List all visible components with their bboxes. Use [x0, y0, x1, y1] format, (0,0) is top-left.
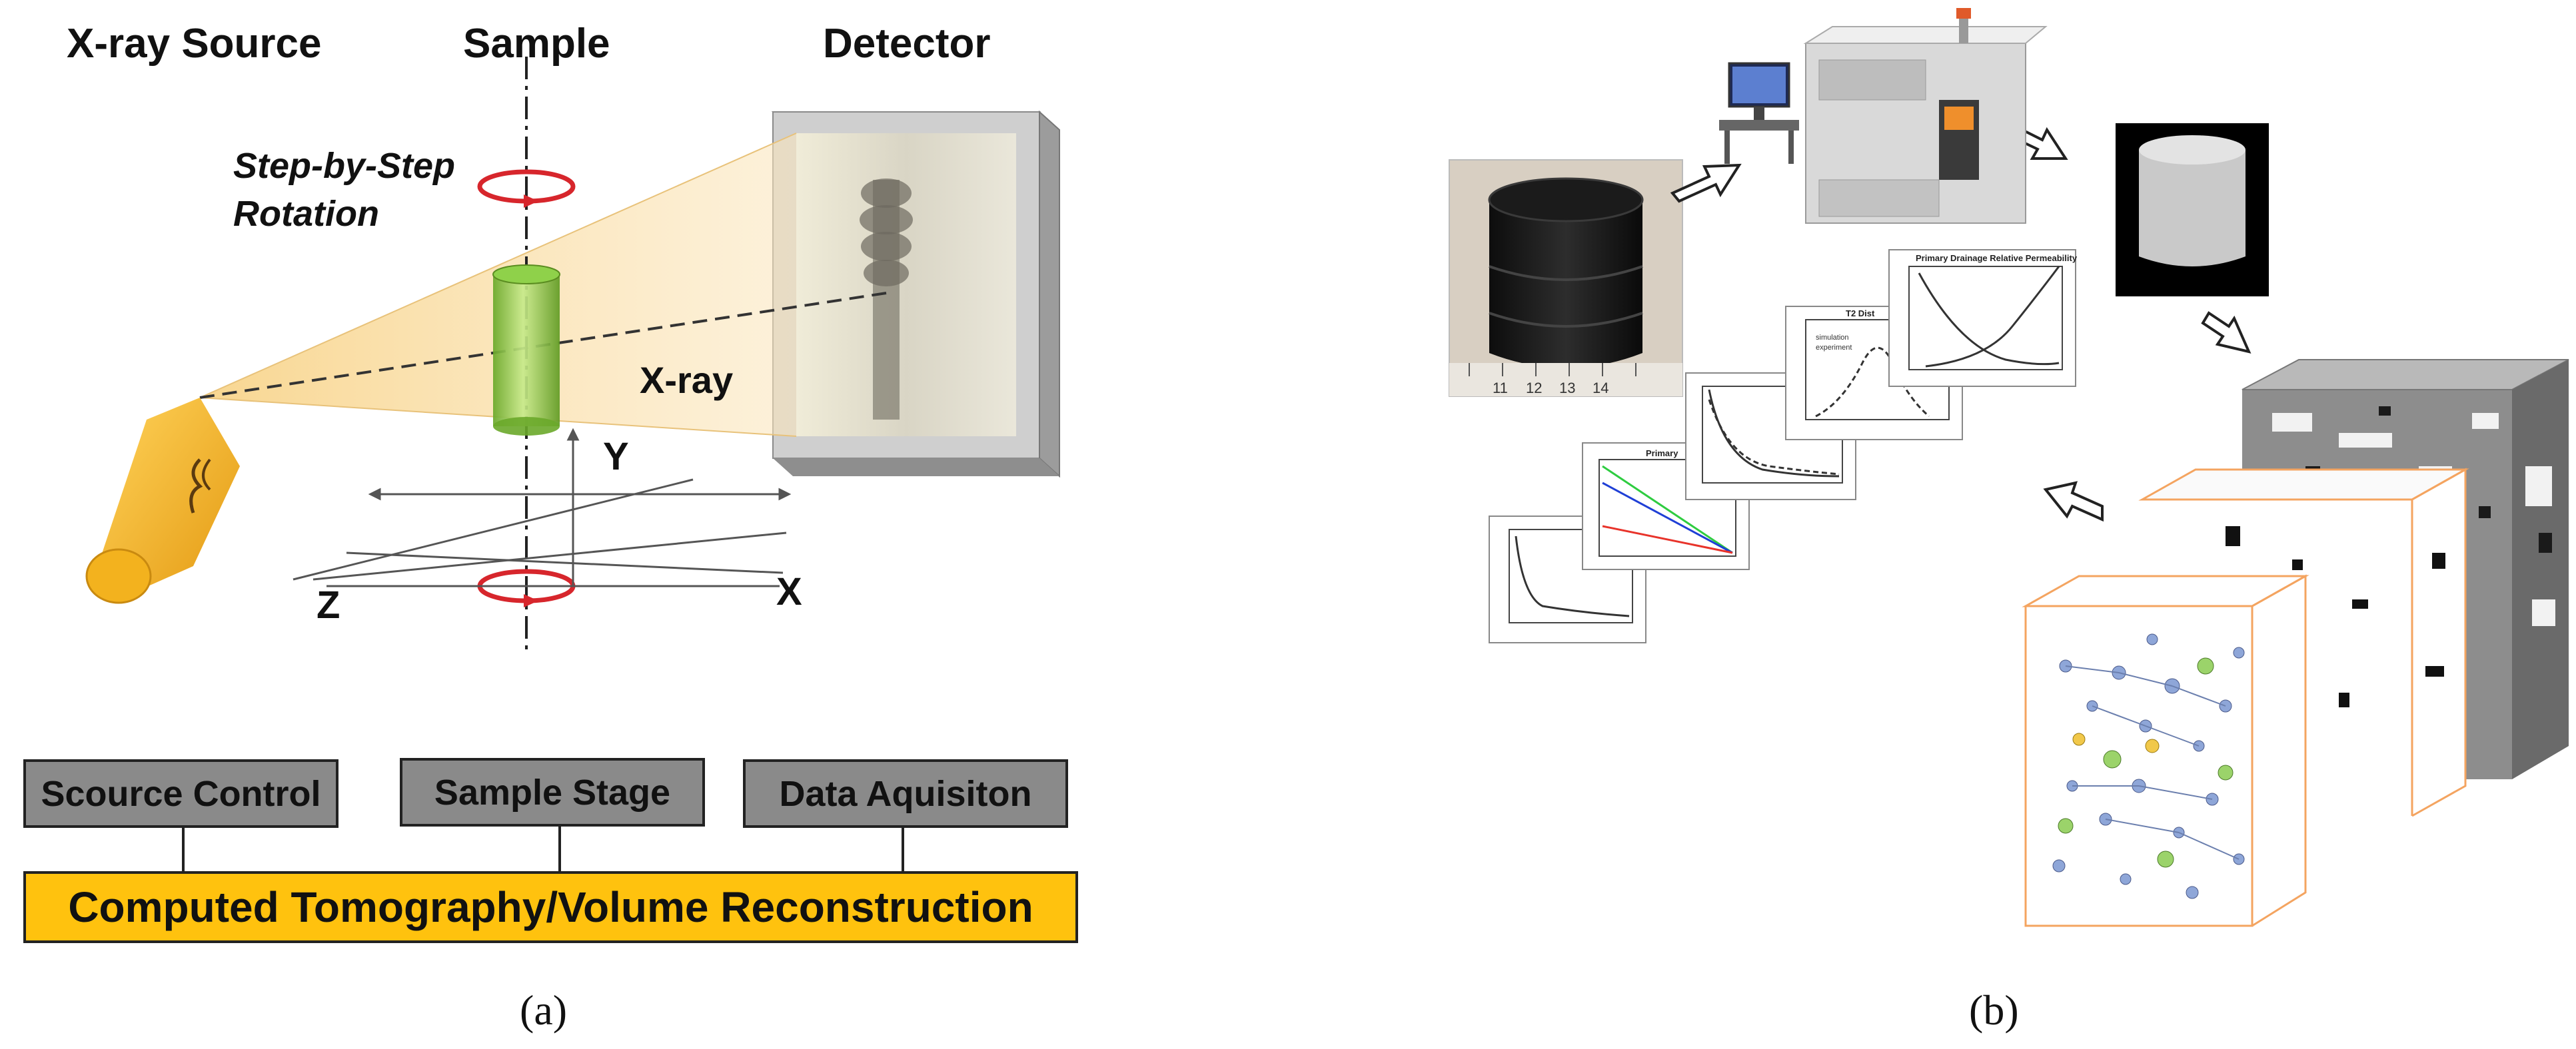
ct-scan-cylinder-image — [2116, 123, 2269, 296]
plot-title: Primary Drainage Relative Permeability — [1916, 253, 2078, 263]
panel-b-workflow: 11 12 13 14 — [1449, 8, 2569, 927]
sample-cylinder — [492, 264, 560, 436]
rotation-arrow-top-icon — [477, 169, 576, 208]
xray-source-tube — [85, 398, 240, 604]
plot-title: Primary — [1646, 448, 1678, 458]
axis-label-x: X — [776, 570, 802, 613]
box-sample-stage: Sample Stage — [400, 758, 705, 827]
rotation-label-line2: Rotation — [233, 194, 379, 234]
ruler-number: 13 — [1559, 380, 1575, 396]
header-detector: Detector — [823, 21, 991, 67]
legend-item: simulation — [1816, 334, 1849, 342]
header-sample: Sample — [463, 21, 610, 67]
rotation-label-line1: Step-by-Step — [233, 146, 456, 186]
legend-item: experiment — [1816, 344, 1852, 352]
caption-a: (a) — [520, 986, 568, 1034]
box-connectors — [182, 826, 904, 873]
caption-b: (b) — [1969, 986, 2019, 1034]
plot-title: T2 Dist — [1846, 308, 1875, 318]
ct-scanner-image — [1719, 8, 2048, 224]
arrow-back-icon — [2043, 481, 2104, 522]
beam-label: X-ray — [640, 359, 734, 401]
plot-card: Primary Drainage Relative Permeability — [1888, 249, 2078, 387]
ruler-number: 11 — [1493, 380, 1508, 396]
plot-stack: Primary T2 Dist simulation experiment — [1489, 249, 2078, 643]
arrow-to-volume-icon — [2201, 311, 2252, 354]
detector-panel — [771, 110, 1060, 478]
coordinate-axes — [293, 428, 792, 587]
ruler-number: 14 — [1593, 380, 1609, 396]
core-sample-photo: 11 12 13 14 — [1449, 159, 1683, 397]
axis-label-y: Y — [603, 435, 629, 478]
axis-label-z: Z — [317, 583, 340, 627]
box-source-control: Scource Control — [23, 759, 338, 828]
pore-network-cube — [2022, 574, 2309, 927]
header-xray-source: X-ray Source — [67, 21, 322, 67]
box-computed-tomography: Computed Tomography/Volume Reconstructio… — [23, 871, 1078, 943]
panel-a-diagram — [85, 57, 1060, 653]
box-data-acquisition: Data Aquisiton — [743, 759, 1068, 828]
arrow-to-scanner-icon — [1670, 163, 1742, 203]
ruler-number: 12 — [1526, 380, 1542, 396]
